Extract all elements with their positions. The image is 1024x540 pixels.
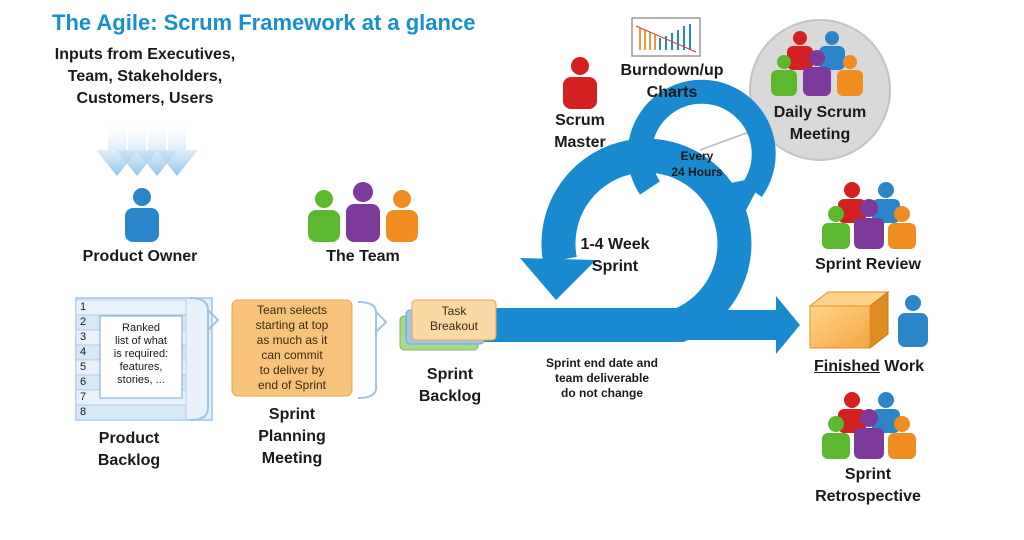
- sprint-backlog-line: Sprint: [426, 366, 474, 383]
- planning-note: Team selects starting at top as much as …: [232, 303, 352, 393]
- scrum-master-line: Master: [554, 134, 606, 151]
- scrum-master-label: Scrum Master: [540, 110, 620, 154]
- backlog-note-line: is required:: [113, 348, 169, 360]
- burndown-chart-icon: [631, 17, 701, 57]
- finished-rest: Work: [879, 358, 924, 375]
- page-title: The Agile: Scrum Framework at a glance: [52, 10, 476, 35]
- every-24-hours-label: Every 24 Hours: [666, 148, 728, 180]
- product-backlog-line: Backlog: [97, 452, 161, 469]
- retrospective-line: Retrospective: [815, 488, 921, 505]
- scrum-master-line: Scrum: [555, 112, 605, 129]
- backlog-note-line: Ranked: [122, 322, 160, 334]
- product-backlog-line: Product: [98, 430, 160, 447]
- backlog-note-line: stories, ...: [117, 374, 165, 386]
- finished-work-label: Finished Work: [796, 356, 942, 378]
- product-backlog-label: Product Backlog: [74, 428, 184, 472]
- backlog-note-line: list of what: [115, 335, 167, 347]
- scrum-master-person-icon: [563, 57, 597, 109]
- sprint-note-line: Sprint end date and: [545, 356, 658, 370]
- sprint-note: Sprint end date and team deliverable do …: [522, 356, 682, 401]
- product-owner-person-icon: [125, 188, 159, 242]
- daily-scrum-line: Daily Scrum: [773, 104, 867, 121]
- daily-scrum-label: Daily Scrum Meeting: [760, 102, 880, 146]
- sprint-backlog-label: Sprint Backlog: [402, 364, 498, 408]
- sprint-loop-line: Sprint: [591, 258, 639, 275]
- planning-note-line: to deliver by: [259, 363, 325, 377]
- backlog-number: 5: [80, 361, 87, 373]
- backlog-number: 6: [80, 376, 87, 388]
- product-owner-label: Product Owner: [82, 248, 198, 265]
- daily-scrum-line: Meeting: [789, 126, 851, 143]
- planning-label-line: Meeting: [261, 450, 323, 467]
- finished-underlined: Finished: [814, 358, 880, 375]
- sprint-note-line: team deliverable: [554, 371, 650, 385]
- input-arrows-icon: [96, 118, 198, 176]
- planning-note-shape: [231, 299, 388, 399]
- backlog-note-line: features,: [119, 361, 163, 373]
- sprint-backlog-line: Backlog: [418, 388, 482, 405]
- inputs-line-2: Team, Stakeholders,: [67, 68, 223, 85]
- backlog-number: 4: [80, 346, 87, 358]
- backlog-row: [75, 404, 187, 421]
- team-people-icon: [308, 182, 418, 242]
- finished-work-person-icon: [898, 295, 928, 347]
- backlog-number-list: 1 2 3 4 5 6 7 8: [80, 300, 100, 420]
- product-backlog-list: [75, 297, 220, 421]
- every-24-line: Every: [680, 149, 714, 163]
- task-breakout-line: Breakout: [429, 319, 479, 333]
- inputs-text: Inputs from Executives, Team, Stakeholde…: [40, 44, 250, 110]
- sprint-loop-line: 1-4 Week: [580, 236, 650, 253]
- task-breakout-label: Task Breakout: [412, 304, 496, 334]
- daily-scrum-circle: [699, 19, 891, 161]
- task-breakout-line: Task: [441, 304, 467, 318]
- planning-note-line: as much as it: [256, 333, 328, 347]
- planning-note-line: can commit: [261, 348, 323, 362]
- sprint-note-line: do not change: [561, 386, 643, 400]
- sprint-review-people-icon: [822, 182, 916, 249]
- burndown-line: Charts: [646, 84, 698, 101]
- backlog-note: Ranked list of what is required: feature…: [100, 322, 182, 387]
- backlog-number: 1: [80, 301, 87, 313]
- inputs-line-1: Inputs from Executives,: [54, 46, 236, 63]
- planning-note-line: starting at top: [255, 318, 329, 332]
- backlog-number: 3: [80, 331, 87, 343]
- planning-label-line: Planning: [258, 428, 326, 445]
- planning-label-line: Sprint: [268, 406, 316, 423]
- retrospective-line: Sprint: [844, 466, 892, 483]
- inputs-line-3: Customers, Users: [76, 90, 214, 107]
- backlog-number: 2: [80, 316, 87, 328]
- sprint-review-label: Sprint Review: [815, 256, 921, 273]
- finished-work-box-icon: [808, 290, 890, 350]
- sprint-loop-label: 1-4 Week Sprint: [570, 234, 660, 278]
- planning-note-line: Team selects: [256, 303, 328, 317]
- burndown-line: Burndown/up: [620, 62, 724, 79]
- sprint-loop-arrow-icon: [470, 138, 800, 354]
- retrospective-people-icon: [822, 392, 916, 459]
- daily-scrum-people-icon: [771, 31, 863, 96]
- retrospective-label: Sprint Retrospective: [800, 464, 936, 508]
- planning-note-line: end of Sprint: [257, 378, 327, 392]
- the-team-label: The Team: [326, 248, 400, 265]
- burndown-label: Burndown/up Charts: [610, 60, 734, 104]
- planning-meeting-label: Sprint Planning Meeting: [240, 404, 344, 470]
- backlog-number: 8: [80, 406, 87, 418]
- backlog-number: 7: [80, 391, 87, 403]
- every-24-line: 24 Hours: [671, 165, 723, 179]
- sprint-backlog-cards: [399, 299, 497, 351]
